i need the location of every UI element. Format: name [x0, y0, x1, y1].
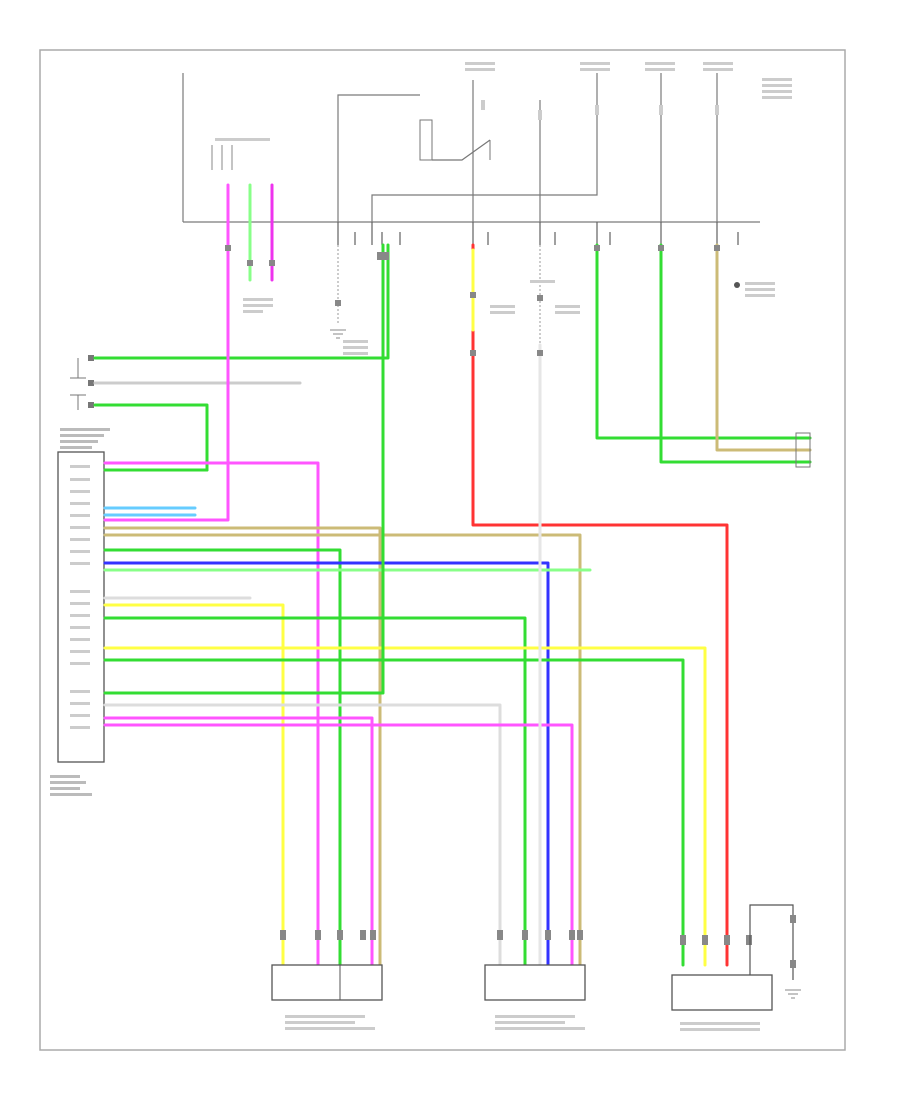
wire-green-right-a	[595, 243, 812, 440]
ground-stub-left	[330, 245, 346, 339]
wire-tan-ecu-b	[103, 533, 582, 967]
top-labels	[343, 62, 792, 355]
wire-green-long	[103, 658, 685, 967]
wire-green-switch-lower	[93, 403, 209, 472]
relay-switch	[419, 119, 491, 161]
sensor-box-center	[484, 964, 586, 1001]
wire-green-top-switch	[93, 243, 390, 360]
module-box-rear	[671, 974, 773, 1011]
top-left-label	[243, 298, 273, 313]
left-front-sensor	[271, 930, 383, 1030]
wire-gray-lower	[103, 703, 502, 967]
fuse-markers	[481, 100, 719, 120]
mid-connectors	[225, 245, 720, 356]
diagram-border	[39, 49, 846, 1051]
top-left-connector	[211, 138, 270, 170]
wire-red-long	[471, 243, 729, 967]
feed-line-b	[371, 73, 598, 222]
wire-pink-lower-b	[103, 723, 574, 967]
sensor-left-pins	[280, 930, 376, 940]
main-ecu	[50, 428, 110, 796]
switch-stub-left	[70, 355, 94, 410]
tan-connector-right	[734, 282, 740, 288]
ground-stub-center	[537, 245, 543, 345]
wire-blue-ecu	[103, 561, 550, 967]
sensor-box-left	[271, 964, 383, 1001]
wire-green-right-b	[659, 243, 812, 464]
center-sensor	[484, 930, 586, 1030]
feed-line-a	[337, 94, 420, 222]
wire-pink-sensor	[103, 461, 320, 967]
wire-pink-long	[103, 243, 230, 522]
rear-ground-wire	[749, 904, 794, 980]
ecu-label-lines	[50, 428, 110, 796]
wire-green-ecu	[103, 548, 342, 967]
wire-tan-right	[715, 243, 812, 452]
power-distribution	[182, 73, 760, 345]
relay-coil	[419, 119, 433, 161]
wire-tan-ecu-a	[103, 526, 382, 967]
ecu-pin-labels	[70, 465, 90, 729]
wire-yellow-ecu	[103, 603, 285, 967]
sensor-center-pins	[497, 930, 583, 940]
wire-pink-lower-a	[103, 716, 374, 967]
rear-module	[671, 904, 801, 1031]
right-edge-connector	[795, 432, 811, 468]
connector-ticks-top	[337, 222, 739, 245]
wire-green-ecu-center	[103, 616, 527, 967]
wire-yellow-long	[103, 646, 707, 967]
rear-module-pins	[680, 935, 752, 945]
wire-green-switch-return	[103, 243, 385, 695]
relay-contact	[432, 139, 491, 161]
